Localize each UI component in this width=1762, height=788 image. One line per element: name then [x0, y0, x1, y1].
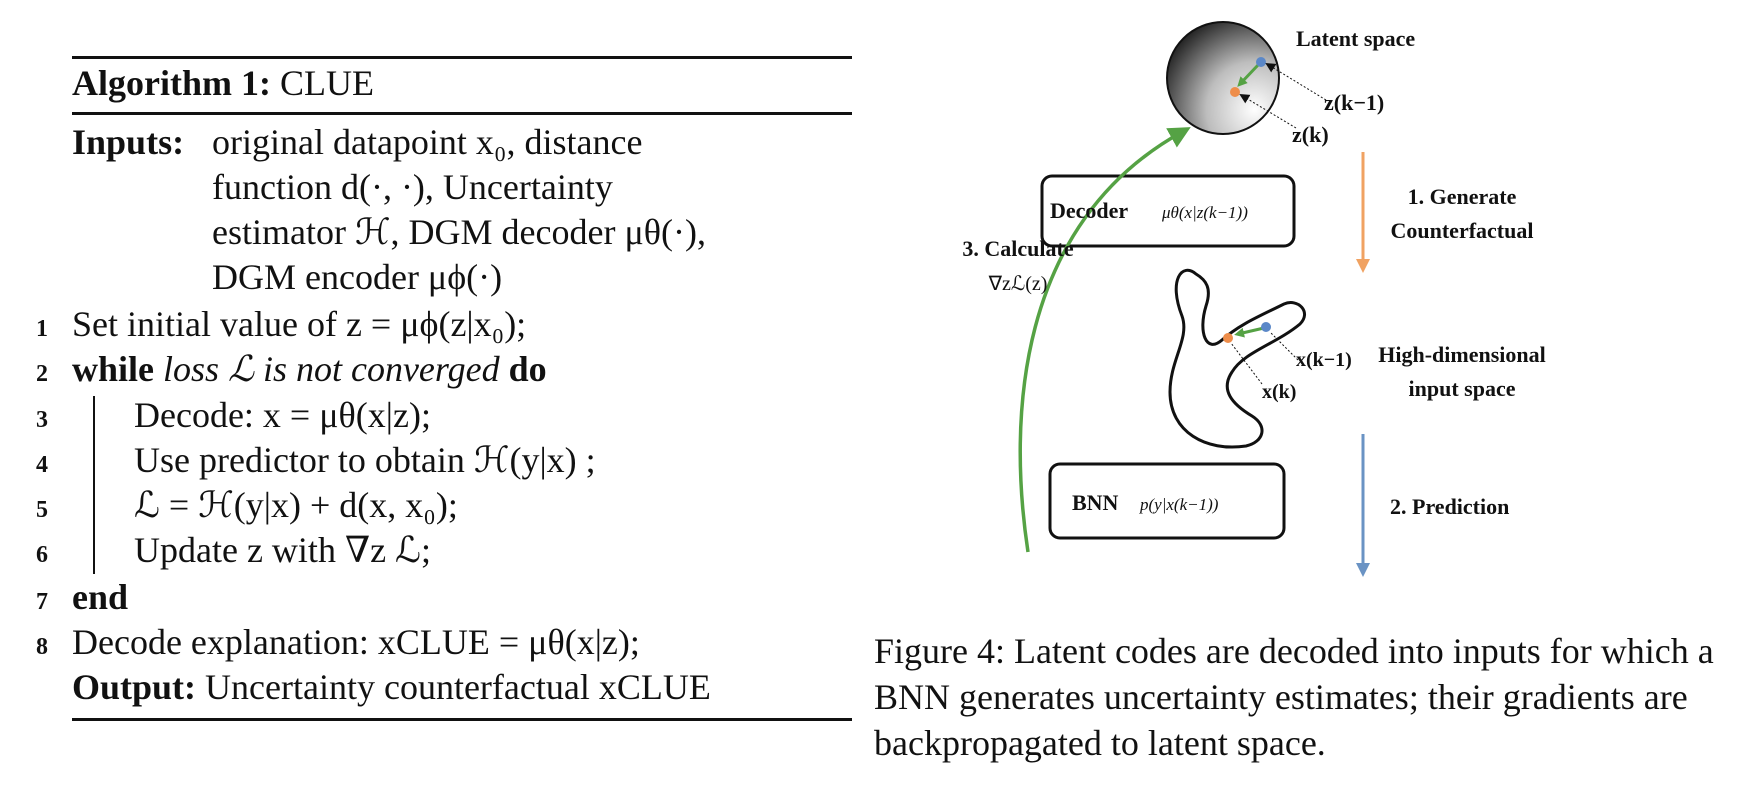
step-4: Use predictor to obtain ℋ(y|x) ;: [134, 440, 596, 480]
input-step-arrow: [1234, 326, 1265, 338]
z-curr-label: z(k): [1292, 122, 1329, 147]
x-prev-dot: [1261, 322, 1271, 332]
top-rule: [72, 56, 852, 59]
latent-sphere: [1166, 21, 1280, 135]
x-curr-pointer: [1230, 342, 1263, 385]
title-rule: [72, 112, 852, 115]
decoder-formula: μθ(x|z(k−1)): [1161, 203, 1248, 222]
bnn-box: [1048, 462, 1286, 540]
input-manifold: [1168, 268, 1307, 449]
x-prev-label: x(k−1): [1296, 349, 1352, 371]
figure-caption: Figure 4: Latent codes are decoded into …: [874, 631, 1714, 763]
inputs-label: Inputs:: [72, 122, 185, 162]
inputs-line-2: function d(·, ·), Uncertainty: [212, 167, 613, 207]
step-3: Decode: x = μθ(x|z);: [134, 395, 431, 435]
diagram-svg: Latent space z(k−1) z(k) Decoder μθ(x|z(…: [962, 21, 1546, 577]
output-label: Output:: [72, 667, 197, 707]
input-space-label-2: input space: [1409, 376, 1516, 401]
output-text: Uncertainty counterfactual xCLUE: [205, 667, 711, 707]
inputs-line-3: estimator ℋ, DGM decoder μθ(·),: [212, 212, 706, 252]
algorithm-title: Algorithm 1: CLUE: [72, 62, 374, 104]
prediction-label: 2. Prediction: [1390, 494, 1509, 519]
z-prev-pointer: [1265, 62, 1327, 101]
inputs-line-4: DGM encoder μϕ(·): [212, 257, 503, 297]
step-5: ℒ = ℋ(y|x) + d(x, x₀);: [134, 485, 458, 525]
latent-space-label: Latent space: [1296, 26, 1415, 51]
inputs-line-1: original datapoint x₀, distance: [212, 122, 643, 162]
algorithm-label: Algorithm 1:: [72, 63, 271, 103]
bnn-formula: p(y|x(k−1)): [1139, 495, 1219, 514]
z-curr-pointer: [1239, 93, 1297, 129]
latent-step-arrow: [1237, 62, 1261, 87]
output-line: Output: Uncertainty counterfactual xCLUE: [72, 669, 711, 705]
x-prev-pointer: [1269, 331, 1299, 361]
generate-label-1: 1. Generate: [1408, 184, 1517, 209]
line-number-2: 2: [36, 361, 48, 387]
line-number-7: 7: [36, 589, 48, 615]
line-number-3: 3: [36, 407, 48, 433]
line-number-5: 5: [36, 497, 48, 523]
line-number-6: 6: [36, 542, 48, 568]
line-number-4: 4: [36, 452, 48, 478]
while-condition: loss ℒ is not converged: [163, 349, 500, 389]
step-8: Decode explanation: xCLUE = μθ(x|z);: [72, 622, 640, 662]
step-2: while loss ℒ is not converged do: [72, 351, 547, 387]
while-keyword: while: [72, 349, 155, 389]
end-keyword: end: [72, 577, 129, 617]
calculate-label-2: ∇zℒ(z): [988, 273, 1048, 295]
step-1: Set initial value of z = μϕ(z|x₀);: [72, 304, 527, 344]
do-keyword: do: [508, 349, 547, 389]
x-curr-dot: [1223, 333, 1233, 343]
decoder-label: Decoder: [1050, 198, 1128, 223]
x-curr-label: x(k): [1262, 381, 1296, 403]
backprop-arrow: [1018, 127, 1191, 553]
line-number-1: 1: [36, 316, 48, 342]
z-prev-label: z(k−1): [1324, 90, 1384, 115]
input-space-label-1: High-dimensional: [1378, 342, 1545, 367]
z-curr-dot: [1230, 87, 1240, 97]
loop-body-bar: [93, 396, 95, 574]
figure: Latent space z(k−1) z(k) Decoder μθ(x|z(…: [900, 0, 1762, 788]
bnn-label: BNN: [1072, 490, 1119, 515]
algorithm-name: CLUE: [279, 63, 374, 103]
generate-label-2: Counterfactual: [1391, 218, 1534, 243]
bottom-rule: [72, 718, 852, 721]
step-6: Update z with ∇z ℒ;: [134, 530, 431, 570]
calculate-label-1: 3. Calculate: [962, 236, 1073, 261]
algorithm-block: Algorithm 1: CLUE Inputs: original datap…: [0, 0, 860, 788]
line-number-8: 8: [36, 634, 48, 660]
z-prev-dot: [1256, 57, 1266, 67]
